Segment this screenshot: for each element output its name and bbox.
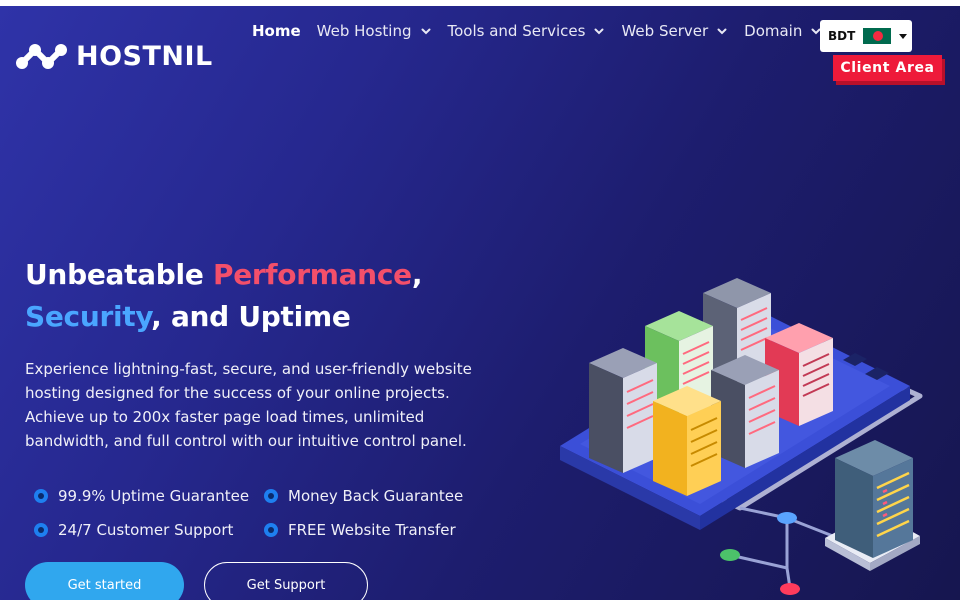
feature-label: 99.9% Uptime Guarantee: [58, 487, 250, 505]
chevron-down-icon: [717, 28, 727, 35]
headline-text: , and Uptime: [151, 300, 351, 333]
client-area-button[interactable]: Client Area: [833, 55, 942, 81]
nav-item-web-server[interactable]: Web Server: [613, 19, 736, 43]
headline-highlight-security: Security: [25, 300, 152, 333]
nav-item-label: Web Hosting: [316, 22, 412, 40]
get-started-button[interactable]: Get started: [25, 562, 184, 600]
nav-item-label: Web Server: [621, 22, 709, 40]
headline-text: ,: [411, 258, 423, 291]
feature-label: Money Back Guarantee: [288, 487, 464, 505]
nav-item-web-hosting[interactable]: Web Hosting: [309, 19, 440, 43]
page: HOSTNIL Home Web Hosting Tools and Servi…: [0, 6, 960, 600]
chevron-down-icon: [421, 28, 430, 35]
feature-item: 99.9% Uptime Guarantee: [34, 484, 264, 508]
caret-down-icon: [899, 33, 908, 39]
bullet-dot-icon: [34, 489, 48, 503]
brand-logo[interactable]: HOSTNIL: [14, 40, 213, 72]
feature-item: FREE Website Transfer: [264, 518, 494, 542]
feature-label: 24/7 Customer Support: [58, 521, 234, 539]
chevron-down-icon: [594, 28, 604, 35]
headline-highlight-performance: Performance: [212, 258, 412, 291]
client-area-wrapper: Client Area: [833, 55, 945, 85]
nav-item-tools-and-services[interactable]: Tools and Services: [440, 19, 614, 43]
currency-selector[interactable]: BDT: [820, 20, 912, 52]
main-nav: Home Web Hosting Tools and Services Web …: [244, 19, 830, 43]
nav-item-label: Tools and Services: [447, 22, 586, 40]
server-rack-illustration: [560, 278, 923, 595]
feature-list: 99.9% Uptime Guarantee Money Back Guaran…: [34, 484, 494, 542]
headline-text: Unbeatable: [25, 258, 213, 291]
bullet-dot-icon: [264, 489, 278, 503]
bangladesh-flag-icon: [863, 28, 892, 44]
feature-item: Money Back Guarantee: [264, 484, 494, 508]
hero-headline: Unbeatable Performance, Security, and Up…: [25, 254, 422, 338]
brand-name: HOSTNIL: [76, 40, 213, 72]
feature-label: FREE Website Transfer: [288, 521, 456, 539]
nav-item-label: Home: [252, 22, 301, 40]
chevron-down-icon: [811, 28, 821, 35]
nav-item-home[interactable]: Home: [244, 19, 309, 43]
nav-item-domain[interactable]: Domain: [736, 19, 830, 43]
get-support-button[interactable]: Get Support: [204, 562, 368, 600]
bullet-dot-icon: [34, 523, 48, 537]
nav-item-label: Domain: [744, 22, 803, 40]
feature-item: 24/7 Customer Support: [34, 518, 264, 542]
network-nodes-icon: [16, 44, 67, 69]
hero-description: Experience lightning-fast, secure, and u…: [25, 360, 472, 450]
currency-code: BDT: [828, 29, 856, 43]
bullet-dot-icon: [264, 523, 278, 537]
